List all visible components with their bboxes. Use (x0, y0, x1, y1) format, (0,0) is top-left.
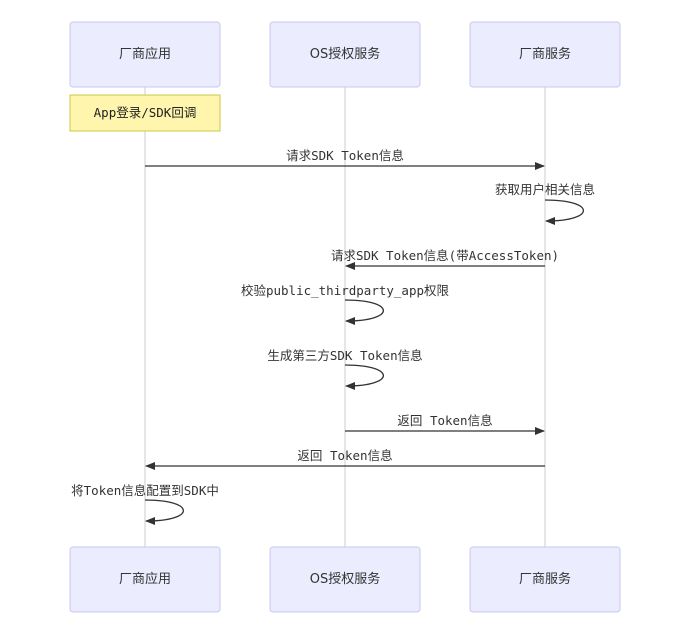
actor-label: 厂商服务 (519, 46, 571, 62)
actor-top-vendor-app: 厂商应用 (69, 21, 221, 88)
actor-label: OS授权服务 (310, 571, 381, 587)
self-message-arrow (144, 499, 185, 525)
actor-label: OS授权服务 (310, 46, 381, 62)
actor-top-vendor-service: 厂商服务 (469, 21, 621, 88)
message-label: 校验public_thirdparty_app权限 (241, 283, 450, 298)
message-label: 生成第三方SDK Token信息 (267, 348, 422, 363)
message-label: 获取用户相关信息 (495, 182, 595, 197)
message-label: 返回 Token信息 (297, 448, 392, 463)
actor-top-os-auth: OS授权服务 (269, 21, 421, 88)
note-text: App登录/SDK回调 (94, 105, 197, 120)
message-label: 请求SDK Token信息(带AccessToken) (331, 248, 559, 263)
message-label: 将Token信息配置到SDK中 (71, 483, 219, 498)
self-message-arrow (344, 299, 385, 325)
actor-label: 厂商服务 (519, 571, 571, 587)
self-message-arrow (344, 364, 385, 390)
actor-label: 厂商应用 (119, 46, 171, 62)
message-label: 请求SDK Token信息 (286, 148, 404, 163)
actor-bottom-vendor-service: 厂商服务 (469, 546, 621, 613)
actor-bottom-vendor-app: 厂商应用 (69, 546, 221, 613)
self-message-arrow (544, 199, 585, 225)
actor-label: 厂商应用 (119, 571, 171, 587)
note: App登录/SDK回调 (69, 94, 221, 132)
actor-bottom-os-auth: OS授权服务 (269, 546, 421, 613)
message-label: 返回 Token信息 (397, 413, 492, 428)
